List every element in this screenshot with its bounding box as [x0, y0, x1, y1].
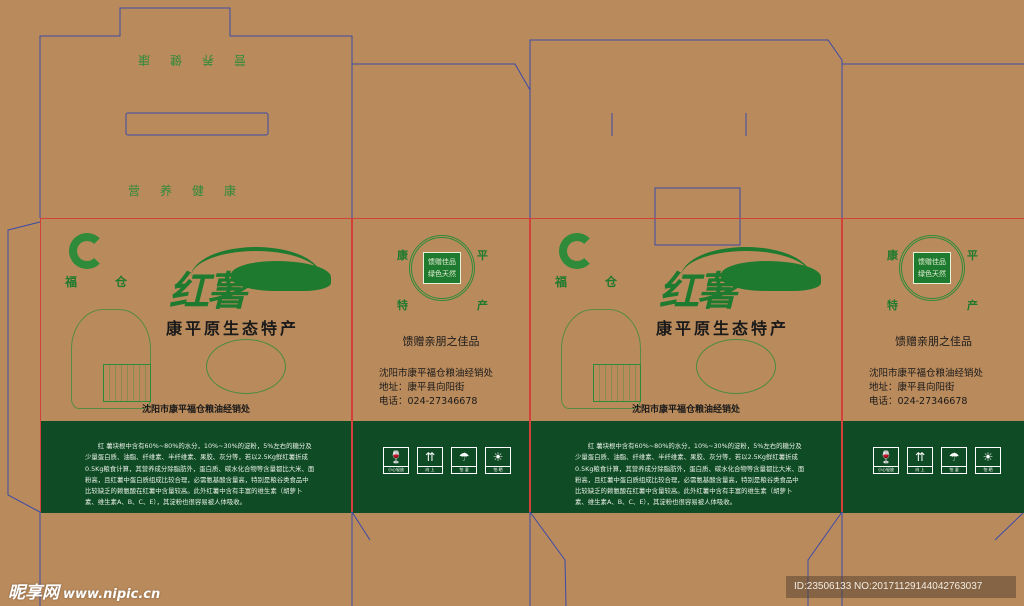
this-way-up-icon: ⇈ 向 上 — [907, 447, 933, 474]
icon-label: 怕 晒 — [486, 466, 510, 473]
icon-glyph: ☀ — [492, 450, 504, 464]
product-description: 红 薯块根中含有60%~80%的水分，10%~30%的淀粉，5%左右的糖分及少量… — [575, 442, 805, 507]
fragile-glass-icon: 🍷 小心轻放 — [873, 447, 899, 474]
icon-label: 向 上 — [418, 466, 442, 473]
medal-emblem: 馈赠佳品绿色天然 — [409, 235, 475, 301]
contact-info: 沈阳市康平福仓粮油经销处 地址：康平县向阳街 电话：024-27346678 — [379, 367, 493, 409]
logo-char: 仓 — [604, 275, 617, 289]
icon-label: 怕 湿 — [942, 466, 966, 473]
icon-glyph: ☂ — [458, 450, 470, 464]
corner-char: 产 — [967, 299, 978, 312]
medal-emblem: 馈赠佳品绿色天然 — [899, 235, 965, 301]
address: 地址：康平县向阳街 — [379, 382, 465, 393]
address: 地址：康平县向阳街 — [869, 382, 955, 393]
icon-glyph: ☀ — [982, 450, 994, 464]
green-band — [41, 421, 351, 513]
corner-char: 特 — [397, 299, 408, 312]
slogan: 康平原生态特产 — [656, 319, 790, 338]
icon-glyph: 🍷 — [878, 450, 894, 464]
keep-dry-umbrella-icon: ☂ 怕 湿 — [451, 447, 477, 474]
front-panel: 福仓 红薯 康平原生态特产 沈阳市康平福仓粮油经销处 红 薯块根中含有60%~8… — [530, 218, 842, 513]
top-flap-upside-text: 营养健康 — [118, 53, 247, 67]
medal-line: 馈赠佳品 — [428, 258, 456, 266]
corner-char: 特 — [887, 299, 898, 312]
watermark: 昵享网 www.nipic.cn — [8, 578, 160, 603]
green-band — [531, 421, 841, 513]
icon-glyph: ☂ — [948, 450, 960, 464]
top-flap-text: 营养健康 — [128, 184, 257, 198]
gift-slogan: 馈赠亲朋之佳品 — [895, 335, 972, 348]
contact-info: 沈阳市康平福仓粮油经销处 地址：康平县向阳街 电话：024-27346678 — [869, 367, 983, 409]
medal-line: 绿色天然 — [918, 270, 946, 278]
image-id-label: ID:23506133 NO:20171129144042763037 — [786, 576, 1016, 598]
medal-line: 馈赠佳品 — [918, 258, 946, 266]
icon-label: 怕 晒 — [976, 466, 1000, 473]
corner-char: 康 — [397, 249, 408, 262]
logo-text: 福仓 — [65, 273, 127, 290]
farmer-illustration — [561, 309, 641, 409]
brand-title: 红薯 — [659, 268, 737, 315]
corner-char: 康 — [887, 249, 898, 262]
handling-icons: 🍷 小心轻放 ⇈ 向 上 ☂ 怕 湿 ☀ 怕 晒 — [873, 447, 1001, 474]
phone: 电话：024-27346678 — [869, 396, 968, 407]
dealer-name: 沈阳市康平福仓粮油经销处 — [631, 405, 740, 415]
icon-label: 小心轻放 — [874, 466, 898, 473]
logo-char: 福 — [555, 275, 568, 289]
logo-char: 仓 — [114, 275, 127, 289]
corner-char: 产 — [477, 299, 488, 312]
company-name: 沈阳市康平福仓粮油经销处 — [379, 368, 494, 379]
icon-label: 怕 湿 — [452, 466, 476, 473]
icon-label: 小心轻放 — [384, 466, 408, 473]
side-panel: 康 平 特 产 馈赠佳品绿色天然 馈赠亲朋之佳品 沈阳市康平福仓粮油经销处 地址… — [352, 218, 530, 513]
product-description: 红 薯块根中含有60%~80%的水分，10%~30%的淀粉，5%左右的糖分及少量… — [85, 442, 315, 507]
logo-text: 福仓 — [555, 273, 617, 290]
keep-from-sun-icon: ☀ 怕 晒 — [485, 447, 511, 474]
farmer-illustration — [71, 309, 151, 409]
green-band — [353, 421, 529, 513]
icon-label: 向 上 — [908, 466, 932, 473]
fucang-logo-icon — [69, 233, 105, 269]
corner-char: 平 — [967, 249, 978, 262]
this-way-up-icon: ⇈ 向 上 — [417, 447, 443, 474]
brand-arc — [191, 247, 321, 307]
dealer-name: 沈阳市康平福仓粮油经销处 — [141, 405, 250, 415]
brand-cloud — [721, 261, 821, 291]
corner-char: 平 — [477, 249, 488, 262]
basket-illustration — [103, 364, 151, 402]
fucang-logo-icon — [559, 233, 595, 269]
brand-arc — [681, 247, 811, 307]
brand-cloud — [231, 261, 331, 291]
brand-title: 红薯 — [169, 268, 247, 315]
keep-from-sun-icon: ☀ 怕 晒 — [975, 447, 1001, 474]
side-panel: 康 平 特 产 馈赠佳品绿色天然 馈赠亲朋之佳品 沈阳市康平福仓粮油经销处 地址… — [842, 218, 1024, 513]
sweet-potato-illustration — [696, 339, 776, 394]
slogan: 康平原生态特产 — [166, 319, 300, 338]
medal-line: 绿色天然 — [428, 270, 456, 278]
basket-illustration — [593, 364, 641, 402]
handling-icons: 🍷 小心轻放 ⇈ 向 上 ☂ 怕 湿 ☀ 怕 晒 — [383, 447, 511, 474]
icon-glyph: ⇈ — [424, 450, 436, 464]
fragile-glass-icon: 🍷 小心轻放 — [383, 447, 409, 474]
logo-char: 福 — [65, 275, 78, 289]
watermark-url: www.nipic.cn — [63, 587, 161, 602]
icon-glyph: 🍷 — [388, 450, 404, 464]
phone: 电话：024-27346678 — [379, 396, 478, 407]
watermark-logo: 昵享网 — [8, 583, 59, 603]
company-name: 沈阳市康平福仓粮油经销处 — [869, 368, 984, 379]
icon-glyph: ⇈ — [914, 450, 926, 464]
front-panel: 福仓 红薯 康平原生态特产 沈阳市康平福仓粮油经销处 红 薯块根中含有60%~8… — [40, 218, 352, 513]
keep-dry-umbrella-icon: ☂ 怕 湿 — [941, 447, 967, 474]
sweet-potato-illustration — [206, 339, 286, 394]
gift-slogan: 馈赠亲朋之佳品 — [402, 335, 480, 348]
